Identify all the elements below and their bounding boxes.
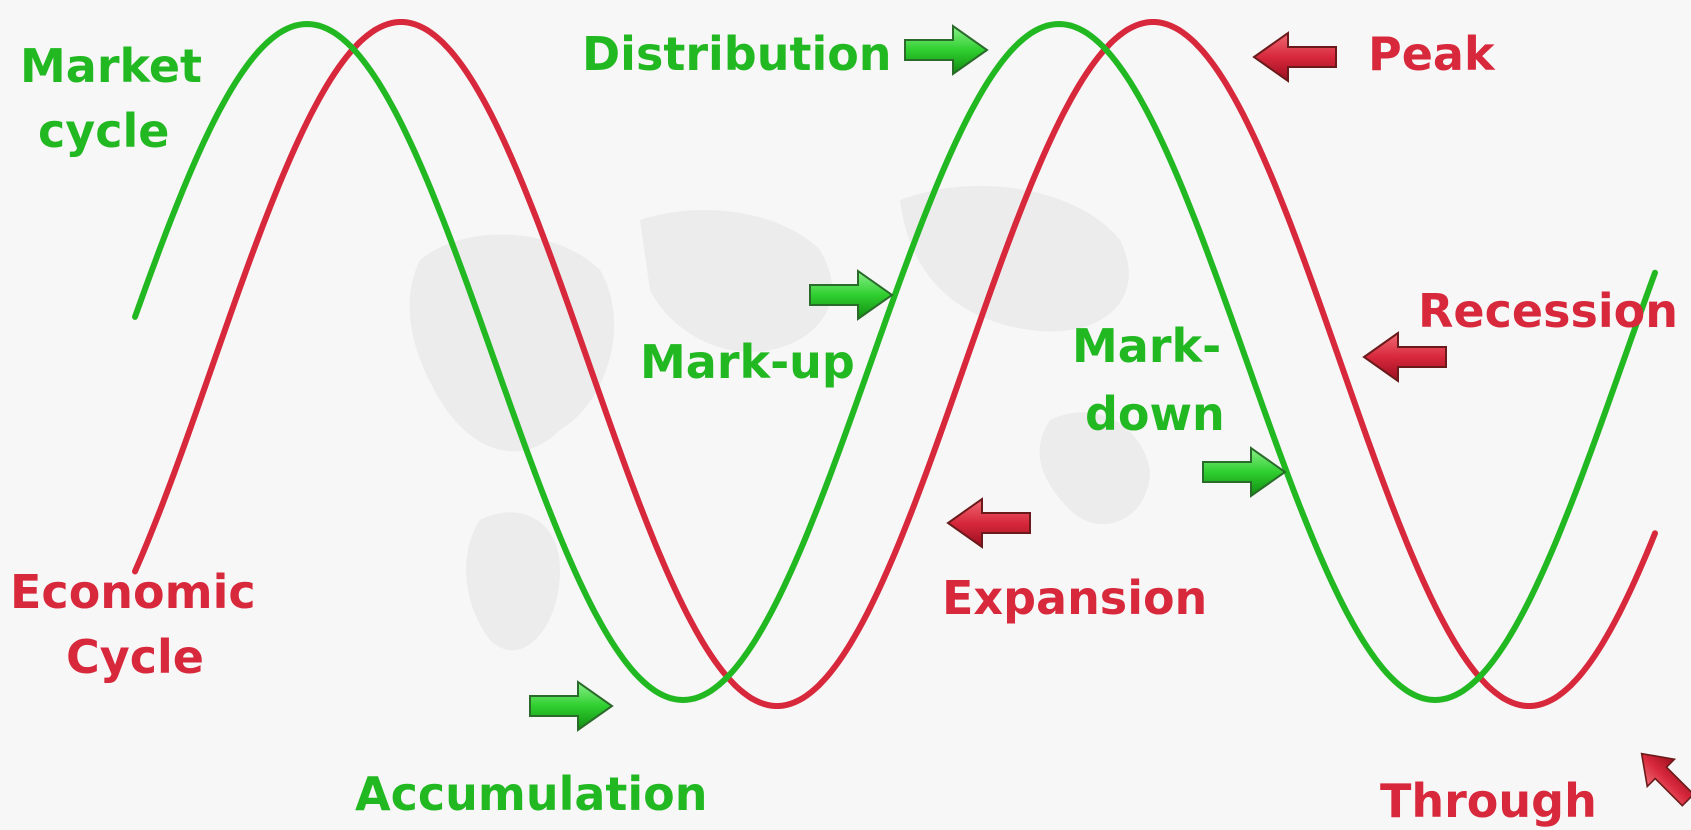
right-arrow-icon xyxy=(1202,447,1286,497)
economic-cycle-label: Cycle xyxy=(66,630,204,684)
market-cycle-curve xyxy=(132,20,1658,704)
distribution-label: Distribution xyxy=(582,27,892,81)
mark-down-label: Mark- xyxy=(1072,319,1221,373)
accumulation-label: Accumulation xyxy=(355,767,707,821)
recession-label: Recession xyxy=(1418,284,1678,338)
economic-cycle-curve xyxy=(132,19,1658,709)
mark-down-label: down xyxy=(1085,387,1225,441)
market-cycle-label: Market xyxy=(20,39,202,93)
through-label: Through xyxy=(1380,774,1597,828)
right-arrow-icon xyxy=(904,25,988,75)
up-left-arrow-icon xyxy=(1627,739,1691,815)
left-arrow-icon xyxy=(947,498,1031,548)
peak-label: Peak xyxy=(1368,27,1496,81)
left-arrow-icon xyxy=(1253,32,1337,82)
expansion-label: Expansion xyxy=(942,571,1207,625)
right-arrow-icon xyxy=(529,681,613,731)
market-cycle-label: cycle xyxy=(38,104,170,158)
mark-up-label: Mark-up xyxy=(640,335,855,389)
economic-cycle-label: Economic xyxy=(10,565,256,619)
left-arrow-icon xyxy=(1363,332,1447,382)
